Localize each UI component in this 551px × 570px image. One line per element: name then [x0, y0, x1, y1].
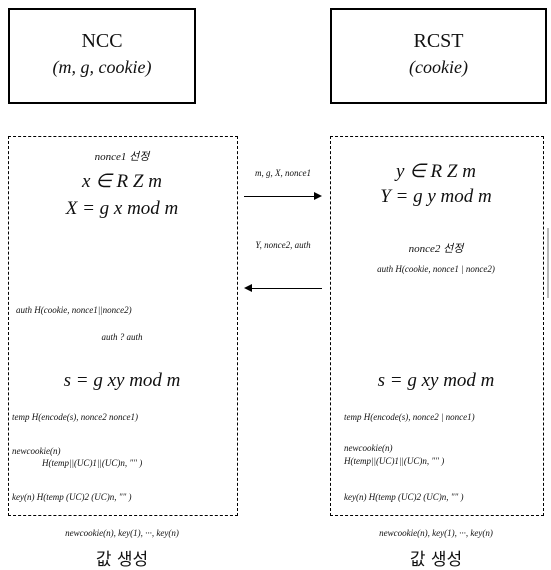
edge-mark — [547, 228, 549, 298]
rcst-y-def: y ∈ R Z m — [396, 161, 476, 182]
rcst-newcookie-def: H(temp||(UC)1||(UC)n, "" ) — [344, 456, 445, 466]
ncc-X-def: X = g x mod m — [65, 198, 179, 219]
rcst-temp-def: temp H(encode(s), nonce2 | nonce1) — [344, 412, 475, 422]
ncc-newcookie-def: H(temp||(UC)1||(UC)n, "" ) — [42, 458, 143, 468]
ncc-footer-text: 값 생성 — [95, 550, 149, 570]
ncc-name: NCC — [81, 30, 123, 52]
ncc-temp-def: temp H(encode(s), nonce2 nonce1) — [12, 412, 138, 422]
msg1-arrow-line — [244, 196, 314, 197]
ncc-auth-def: auth H(cookie, nonce1||nonce2) — [16, 305, 132, 315]
ncc-s-def: s = g xy mod m — [63, 370, 181, 391]
ncc-nonce-select: nonce1 선정 — [94, 151, 150, 163]
ncc-newcookie-label: newcookie(n) — [12, 446, 61, 456]
msg2-arrow-head — [244, 284, 252, 292]
rcst-nonce-select: nonce2 선정 — [408, 243, 464, 255]
rcst-column — [330, 136, 544, 516]
rcst-footer-formula: newcookie(n), key(1), ···, key(n) — [379, 528, 493, 538]
ncc-box: NCC (m, g, cookie) — [8, 8, 196, 104]
rcst-newcookie-label: newcookie(n) — [344, 443, 393, 453]
rcst-Y-def: Y = g y mod m — [380, 186, 492, 207]
ncc-key-def: key(n) H(temp (UC)2 (UC)n, "" ) — [12, 492, 132, 502]
rcst-key-def: key(n) H(temp (UC)2 (UC)n, "" ) — [344, 492, 464, 502]
ncc-x-def: x ∈ R Z m — [82, 171, 162, 192]
ncc-column — [8, 136, 238, 516]
rcst-footer-text: 값 생성 — [409, 550, 463, 570]
rcst-s-def: s = g xy mod m — [377, 370, 495, 391]
ncc-params: (m, g, cookie) — [52, 57, 152, 77]
rcst-box: RCST (cookie) — [330, 8, 547, 104]
msg2-label: Y, nonce2, auth — [255, 240, 311, 250]
msg2-arrow-line — [252, 288, 322, 289]
msg1-arrow-head — [314, 192, 322, 200]
ncc-auth-check: auth ? auth — [101, 332, 143, 342]
ncc-footer-formula: newcookie(n), key(1), ···, key(n) — [65, 528, 179, 538]
rcst-name: RCST — [413, 30, 464, 52]
msg1-label: m, g, X, nonce1 — [255, 168, 311, 178]
rcst-params: (cookie) — [409, 57, 468, 77]
rcst-auth-def: auth H(cookie, nonce1 | nonce2) — [377, 264, 495, 274]
